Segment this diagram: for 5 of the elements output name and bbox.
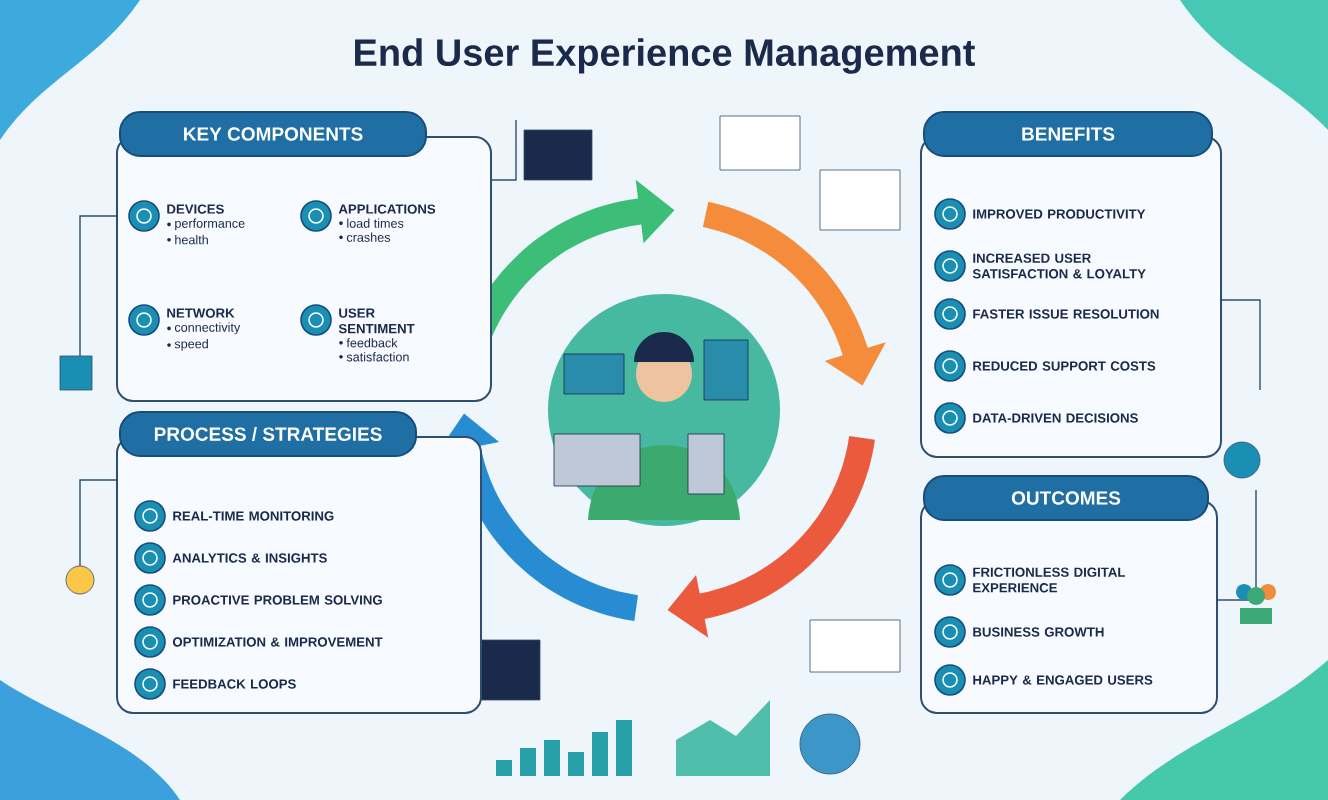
panel-header: PROCESS / STRATEGIES xyxy=(119,411,417,457)
title: End User Experience Management xyxy=(355,38,975,74)
panel-header: BENEFITS xyxy=(923,111,1213,157)
panel-header: OUTCOMES xyxy=(923,475,1209,521)
panel-header: KEY COMPONENTS xyxy=(119,111,427,157)
